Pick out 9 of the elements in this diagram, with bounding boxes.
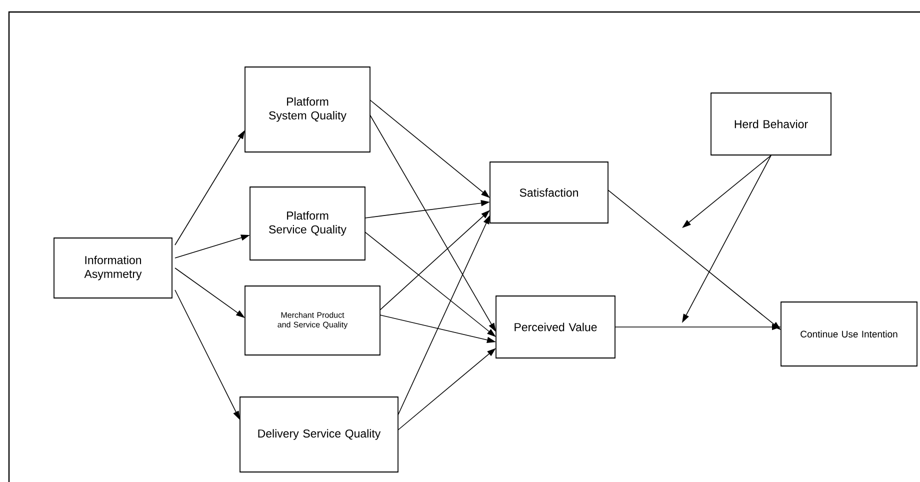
box: Platform System Quality [244, 66, 370, 152]
box: Platform Service Quality [250, 186, 366, 260]
box: Perceived Value [496, 296, 616, 358]
box: Information Asymmetry [54, 238, 172, 298]
box: Satisfaction [490, 162, 608, 224]
box: Merchant Product and Service Quality [244, 286, 380, 356]
box: Herd Behavior [710, 92, 832, 156]
box: Delivery Service Quality [240, 396, 398, 472]
box: Continue Use Intention [780, 302, 918, 366]
